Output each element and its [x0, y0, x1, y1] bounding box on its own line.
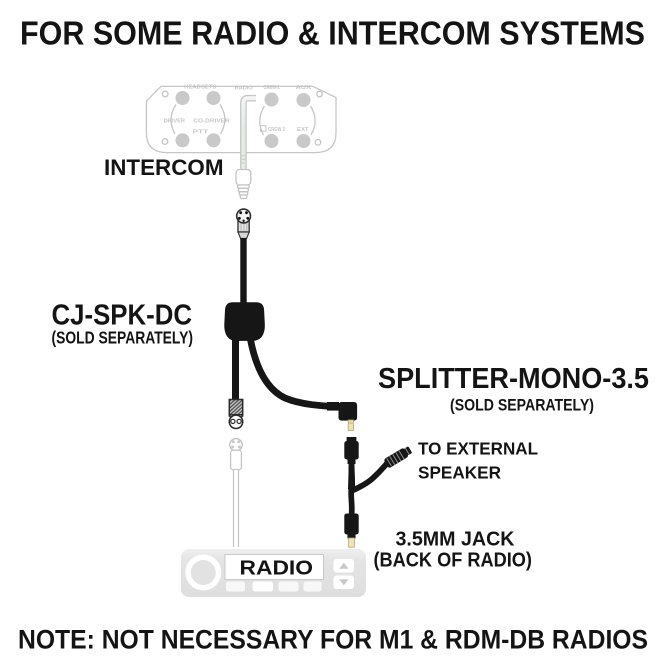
- svg-text:TO EXTERNAL: TO EXTERNAL: [418, 438, 538, 458]
- svg-text:(BACK OF RADIO): (BACK OF RADIO): [374, 549, 533, 571]
- svg-text:AUX: AUX: [296, 85, 312, 91]
- svg-text:FOR SOME RADIO & INTERCOM SYST: FOR SOME RADIO & INTERCOM SYSTEMS: [20, 15, 645, 52]
- svg-text:EXT: EXT: [297, 127, 309, 133]
- svg-text:SPEAKER: SPEAKER: [418, 463, 501, 483]
- svg-text:RADIO: RADIO: [235, 85, 253, 91]
- svg-text:RADIO: RADIO: [240, 557, 314, 580]
- svg-text:3.5MM JACK: 3.5MM JACK: [396, 529, 516, 551]
- svg-text:CREW 2: CREW 2: [268, 127, 285, 133]
- svg-text:(SOLD SEPARATELY): (SOLD SEPARATELY): [52, 328, 194, 348]
- svg-text:PTT: PTT: [193, 130, 210, 136]
- svg-text:INTERCOM: INTERCOM: [104, 155, 224, 180]
- svg-text:(SOLD SEPARATELY): (SOLD SEPARATELY): [450, 397, 594, 415]
- svg-text:SPLITTER-MONO-3.5: SPLITTER-MONO-3.5: [378, 363, 649, 395]
- svg-text:CREW-1: CREW-1: [264, 85, 280, 91]
- svg-text:CO-DRIVER: CO-DRIVER: [193, 119, 230, 125]
- svg-text:DRIVER: DRIVER: [164, 118, 186, 124]
- svg-text:NOTE: NOT NECESSARY FOR M1 & R: NOTE: NOT NECESSARY FOR M1 & RDM-DB RADI…: [18, 625, 648, 655]
- svg-text:HEADSETS: HEADSETS: [184, 85, 217, 91]
- svg-text:CJ-SPK-DC: CJ-SPK-DC: [52, 300, 193, 332]
